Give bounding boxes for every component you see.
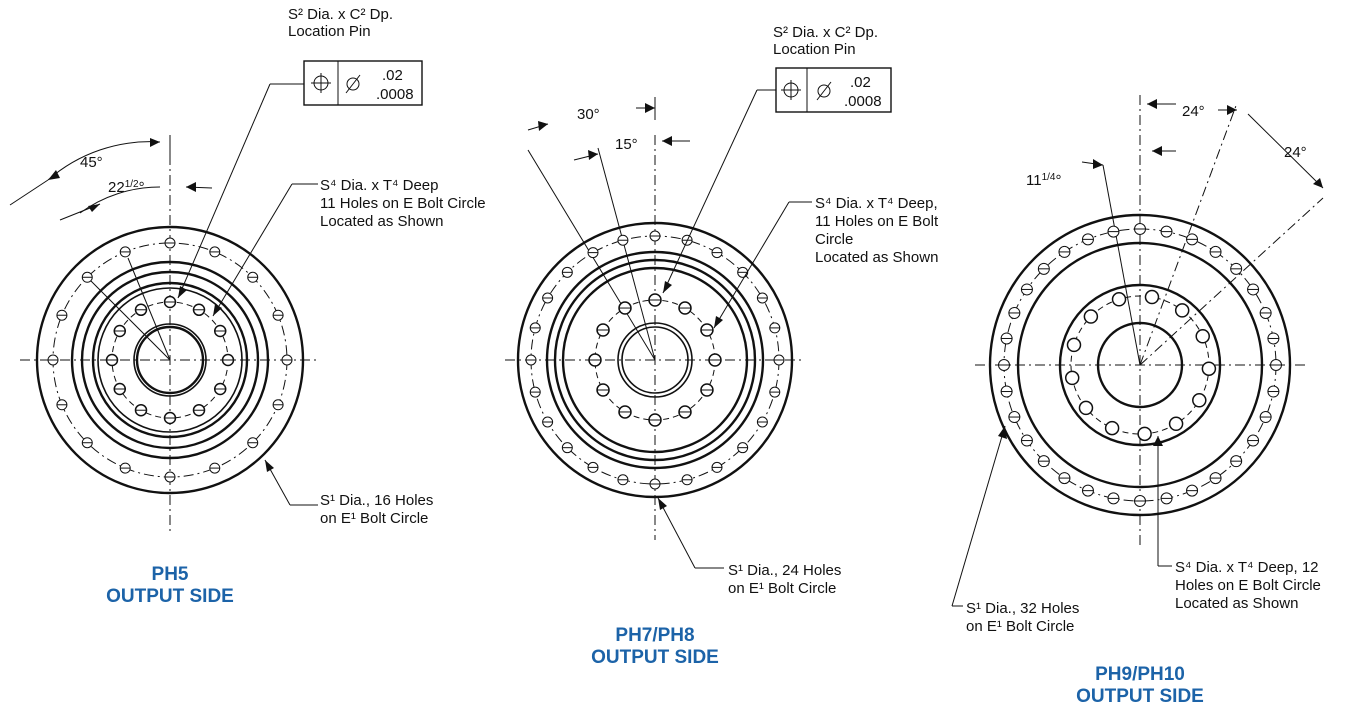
- diameter-symbol-icon: [345, 74, 361, 94]
- inner-hole: [1064, 370, 1080, 386]
- ph9-angle-a: 24°: [1182, 103, 1205, 120]
- ph5-pin-note-2: Location Pin: [288, 23, 371, 40]
- inner-hole: [1078, 400, 1094, 416]
- view-ph9: 24° 24° 111/4° S⁴ Dia. x T⁴ Deep, 12 Hol…: [951, 95, 1324, 707]
- ph7-hole-note-4: Located as Shown: [815, 249, 938, 266]
- ph7-pin-note-2: Location Pin: [773, 41, 856, 58]
- inner-hole: [1192, 393, 1207, 408]
- ph5-bolt-note-1: S¹ Dia., 16 Holes: [320, 492, 433, 509]
- inner-hole: [1111, 292, 1127, 307]
- ph7-bolt-note-1: S¹ Dia., 24 Holes: [728, 562, 841, 579]
- ph7-fcf-lower: .0008: [844, 93, 882, 110]
- ph7-angle-inner: 15°: [615, 136, 638, 153]
- ph7-caption-side: OUTPUT SIDE: [591, 647, 719, 668]
- ph5-flange-geometry: [20, 135, 320, 535]
- ph9-caption-side: OUTPUT SIDE: [1076, 686, 1204, 707]
- view-ph5: 45° 221/2° S² Dia. x C² Dp. Location Pin…: [9, 6, 486, 607]
- ph5-caption-model: PH5: [152, 564, 189, 585]
- ph5-hole-note-1: S⁴ Dia. x T⁴ Deep: [320, 177, 439, 194]
- ph5-fcf-lower: .0008: [376, 86, 414, 103]
- ph7-flange-geometry: [505, 135, 805, 540]
- ph9-caption-model: PH9/PH10: [1095, 664, 1185, 685]
- inner-hole: [1195, 329, 1210, 344]
- ph5-pin-note-1: S² Dia. x C² Dp.: [288, 6, 393, 23]
- ph7-hole-note-1: S⁴ Dia. x T⁴ Deep,: [815, 195, 938, 212]
- inner-hole: [1201, 361, 1217, 376]
- ph7-hole-note-2: 11 Holes on E Bolt: [815, 213, 939, 230]
- ph9-hole-note-3: Located as Shown: [1175, 595, 1298, 612]
- ph7-caption-model: PH7/PH8: [615, 625, 694, 646]
- inner-hole: [1083, 309, 1099, 324]
- inner-hole: [1137, 426, 1152, 442]
- ph7-bolt-note-2: on E¹ Bolt Circle: [728, 580, 836, 597]
- ph5-feature-control-frame: .02 .0008: [303, 60, 423, 106]
- ph5-angle-inner: 221/2°: [108, 179, 145, 196]
- ph9-angle-c: 111/4°: [1026, 172, 1061, 189]
- position-symbol-icon: [781, 80, 801, 100]
- ph5-hole-note-2: 11 Holes on E Bolt Circle: [320, 195, 486, 212]
- ph7-feature-control-frame: .02 .0008: [775, 67, 892, 113]
- ph7-pin-note-1: S² Dia. x C² Dp.: [773, 24, 878, 41]
- ph9-hole-note-1: S⁴ Dia. x T⁴ Deep, 12: [1175, 559, 1319, 576]
- ph5-caption-side: OUTPUT SIDE: [106, 586, 234, 607]
- ph9-angle-b: 24°: [1284, 144, 1307, 161]
- diameter-symbol-icon: [816, 81, 832, 101]
- position-symbol-icon: [311, 73, 331, 93]
- ph9-flange-geometry: [975, 95, 1324, 545]
- ph5-fcf-upper: .02: [382, 67, 403, 84]
- inner-hole: [1144, 289, 1160, 305]
- ph5-angle-outer: 45°: [80, 154, 103, 171]
- inner-hole: [1104, 420, 1120, 436]
- inner-hole: [1066, 337, 1082, 353]
- inner-hole: [1168, 416, 1184, 432]
- ph7-fcf-upper: .02: [850, 74, 871, 91]
- view-ph7: 30° 15° S² Dia. x C² Dp. Location Pin .0…: [505, 24, 939, 668]
- ph5-hole-note-3: Located as Shown: [320, 213, 443, 230]
- ph9-bolt-note-2: on E¹ Bolt Circle: [966, 618, 1074, 635]
- ph7-hole-note-3: Circle: [815, 231, 853, 248]
- inner-hole: [1174, 303, 1190, 318]
- ph5-bolt-note-2: on E¹ Bolt Circle: [320, 510, 428, 527]
- ph9-hole-note-2: Holes on E Bolt Circle: [1175, 577, 1321, 594]
- ph9-bolt-note-1: S¹ Dia., 32 Holes: [966, 600, 1079, 617]
- ph7-angle-outer: 30°: [577, 106, 600, 123]
